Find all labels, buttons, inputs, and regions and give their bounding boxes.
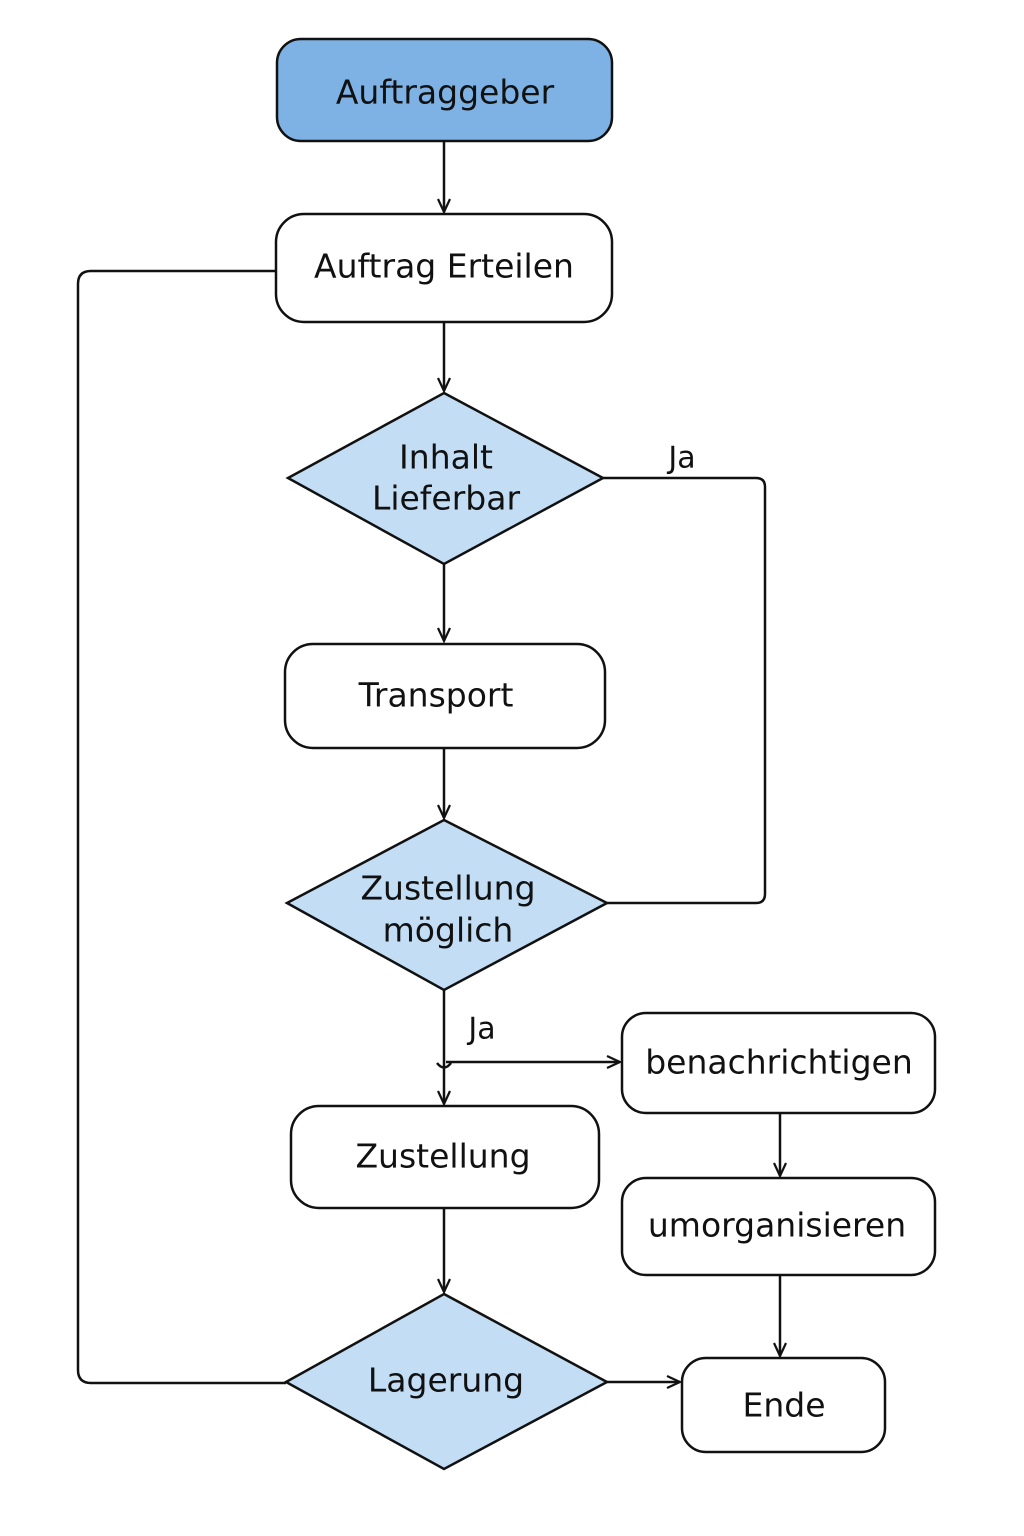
edge-line-crossing-hop [436,1062,452,1069]
decision-diamond [284,818,610,992]
decision-diamond [283,1292,610,1471]
ende-label: Ende [742,1386,825,1425]
process-box [620,1011,937,1115]
node-ende: Ende [680,1356,887,1454]
process-box [620,1176,937,1277]
node-zustellung: Zustellung [289,1104,601,1210]
auftrag-erteilen-label: Auftrag Erteilen [314,247,574,286]
node-transport: Transport [283,642,607,750]
process-box [289,1104,601,1210]
auftraggeber-label: Auftraggeber [336,73,555,112]
start-box [275,37,614,143]
lagerung-label: Lagerung [368,1361,524,1400]
process-box [283,642,607,750]
decision-diamond [285,391,606,566]
edge-label-inhalt-ja: Ja [666,441,695,476]
node-benachrichtigen: benachrichtigen [620,1011,937,1115]
node-lagerung: Lagerung [283,1292,610,1471]
benachrichtigen-label: benachrichtigen [645,1043,913,1082]
inhalt-lieferbar-label-line2: Lieferbar [372,479,521,518]
node-inhalt-lieferbar: Inhalt Lieferbar [285,391,606,566]
end-box [680,1356,887,1454]
edges [76,141,780,1385]
zustellung-moeglich-label-line1: Zustellung [360,869,535,908]
transport-label: Transport [358,676,514,715]
node-auftraggeber: Auftraggeber [275,37,614,143]
zustellung-moeglich-label-line2: möglich [383,911,514,950]
zustellung-label: Zustellung [355,1137,530,1176]
process-box [274,212,614,324]
node-umorganisieren: umorganisieren [620,1176,937,1277]
umorganisieren-label: umorganisieren [648,1206,906,1245]
node-zustellung-moeglich: Zustellung möglich [284,818,610,992]
edge-label-zustellung-ja: Ja [466,1012,495,1047]
edge-inhalt-lieferbar-ja-to-zustellung-moeglich [603,476,767,905]
inhalt-lieferbar-label-line1: Inhalt [399,438,493,477]
edge-lagerung-loop-to-auftrag-erteilen [76,269,286,1385]
node-auftrag-erteilen: Auftrag Erteilen [274,212,614,324]
